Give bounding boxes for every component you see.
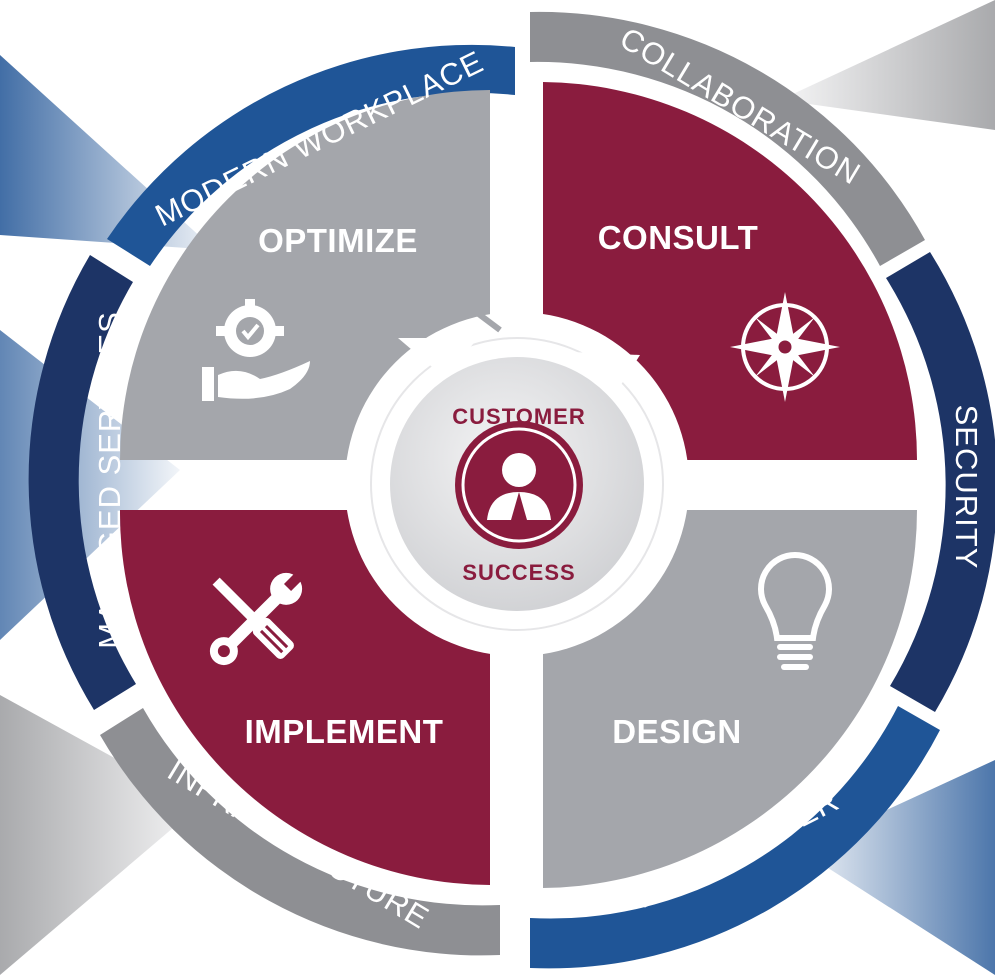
ring-segment-modern-workplace (107, 44, 515, 266)
quadrant-label-optimize: OPTIMIZE (258, 222, 418, 259)
ring-segment-collaboration (530, 11, 925, 266)
ring-segment-data-center (530, 706, 940, 969)
hub-top-text: CUSTOMER (452, 404, 586, 429)
quadrant-label-implement: IMPLEMENT (245, 713, 444, 750)
quadrant-label-consult: CONSULT (598, 219, 759, 256)
lightbulb-icon (758, 552, 832, 670)
hub-bottom-text: SUCCESS (462, 560, 575, 585)
compass-rose-icon (730, 292, 840, 402)
ring-segment-security (886, 252, 995, 712)
quadrant-label-design: DESIGN (612, 713, 742, 750)
hub: CUSTOMER SUCCESS (390, 357, 644, 611)
gear-check-hand-icon (202, 299, 310, 401)
person-icon (487, 453, 551, 520)
ring-label-managed-services: MANAGED SERVICES (92, 311, 127, 649)
arrow-head-top-icon (398, 338, 478, 378)
outer-ring (28, 11, 995, 969)
ring-segment-infrastructure (100, 708, 500, 956)
ring-label-security: SECURITY (949, 405, 984, 570)
wrench-screwdriver-icon (209, 572, 303, 666)
arrow-head-right-icon (572, 352, 640, 410)
ring-segment-managed-services (28, 255, 137, 710)
